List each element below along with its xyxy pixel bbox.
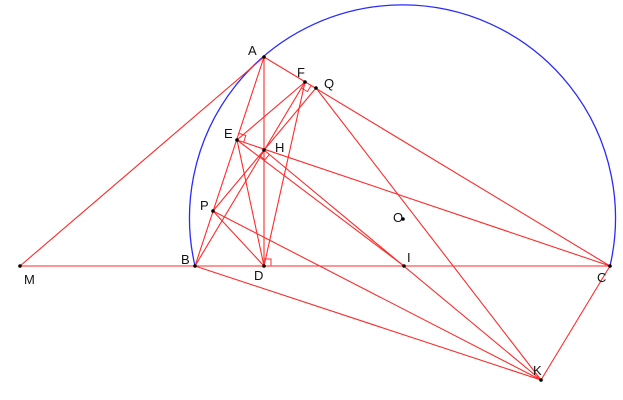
segment-AB xyxy=(194,56,265,267)
right-angle-mark-E xyxy=(239,132,247,143)
segment-AC xyxy=(263,56,611,267)
segment-MA xyxy=(19,56,265,267)
point-O xyxy=(401,217,405,221)
label-P: P xyxy=(200,198,209,213)
segment-BF xyxy=(194,81,306,267)
point-D xyxy=(262,264,266,268)
point-H xyxy=(262,148,266,152)
segment-DF xyxy=(263,81,306,267)
label-B: B xyxy=(181,252,190,267)
label-A: A xyxy=(248,43,257,58)
segment-EI xyxy=(236,139,405,267)
segment-EF xyxy=(236,81,306,141)
point-M xyxy=(18,264,22,268)
label-E: E xyxy=(224,126,233,141)
label-H: H xyxy=(275,140,284,155)
label-O: O xyxy=(393,210,403,225)
segment-PD xyxy=(212,210,265,267)
point-E xyxy=(235,138,239,142)
point-B xyxy=(193,264,197,268)
circumcircle-arc xyxy=(188,4,617,267)
segment-DE xyxy=(236,139,265,267)
point-I xyxy=(402,264,406,268)
label-M: M xyxy=(24,272,35,287)
label-K: K xyxy=(533,363,542,378)
label-D: D xyxy=(254,268,263,283)
right-angle-mark-D xyxy=(264,258,272,266)
point-K xyxy=(539,378,543,382)
label-Q: Q xyxy=(324,76,334,91)
right-angle-mark-H xyxy=(259,154,270,161)
point-Q xyxy=(314,86,318,90)
segment-BK xyxy=(194,265,542,381)
point-P xyxy=(211,209,215,213)
segment-PK xyxy=(212,210,542,381)
label-F: F xyxy=(297,65,305,80)
label-C: C xyxy=(597,270,606,285)
label-I: I xyxy=(407,250,411,265)
point-F xyxy=(303,80,307,84)
point-A xyxy=(262,55,266,59)
segment-QK xyxy=(315,87,542,381)
right-angle-mark-F xyxy=(301,85,312,93)
segment-CE xyxy=(236,139,611,267)
segment-CK xyxy=(540,265,611,381)
point-C xyxy=(608,264,612,268)
